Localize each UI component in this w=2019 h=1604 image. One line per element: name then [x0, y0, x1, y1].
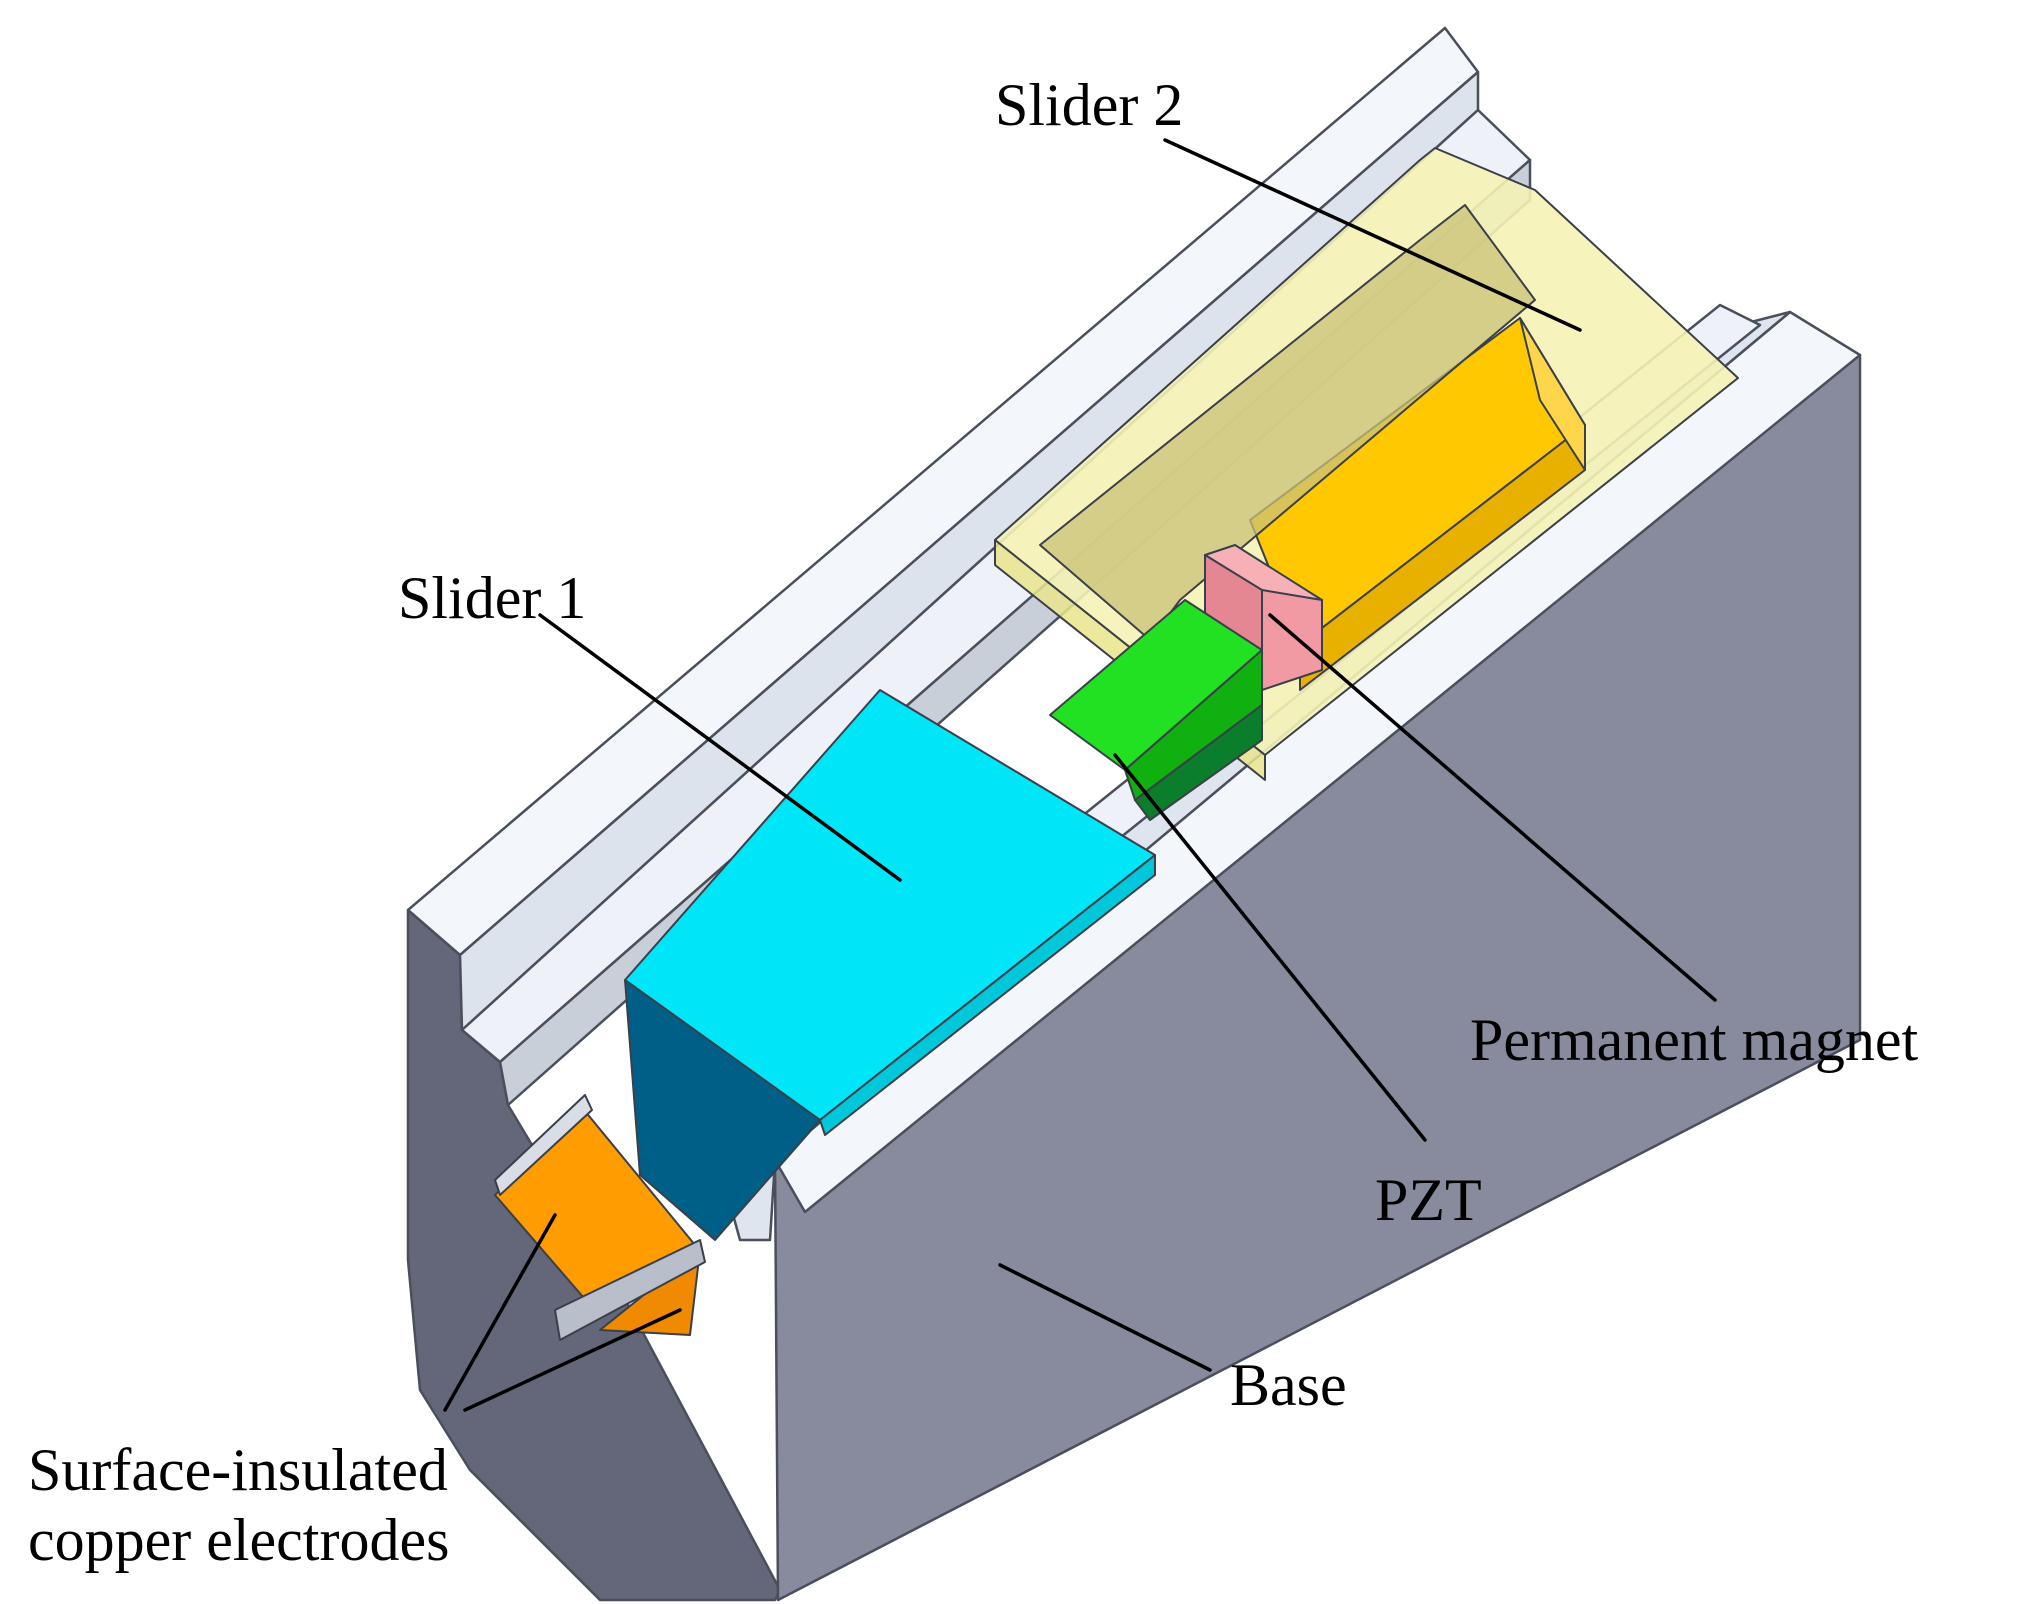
slider2-core-end	[1519, 317, 1586, 471]
pzt-front-dark	[1134, 704, 1263, 821]
slider1-side	[819, 854, 1156, 1136]
leader-base	[998, 1263, 1212, 1372]
slider-1	[624, 689, 1156, 1241]
leader-lines	[443, 138, 1717, 1412]
leader-magnet	[1268, 613, 1717, 1002]
copper-electrodes	[494, 1094, 706, 1341]
leader-slider1	[538, 613, 902, 882]
groove-strip	[554, 1239, 706, 1341]
leader-pzt	[1113, 753, 1427, 1142]
label-base: Base	[1230, 1352, 1347, 1418]
label-electrodes-line1: Surface-insulated	[28, 1437, 448, 1503]
label-electrodes-line2: copper electrodes	[28, 1507, 449, 1573]
leader-electrode-right	[463, 1308, 682, 1412]
leader-electrode-left	[443, 1213, 557, 1412]
pzt	[1049, 599, 1263, 821]
groove-strip-2	[494, 1094, 593, 1196]
slider1-front	[624, 979, 821, 1241]
label-slider1: Slider 1	[398, 565, 586, 631]
label-pzt: PZT	[1375, 1167, 1482, 1233]
label-slider2: Slider 2	[995, 72, 1183, 138]
base-body	[406, 26, 1862, 1602]
leader-slider2	[1163, 138, 1582, 332]
labels: Slider 2 Slider 1 Permanent magnet PZT B…	[28, 72, 1919, 1573]
label-permanent-magnet: Permanent magnet	[1470, 1007, 1919, 1073]
